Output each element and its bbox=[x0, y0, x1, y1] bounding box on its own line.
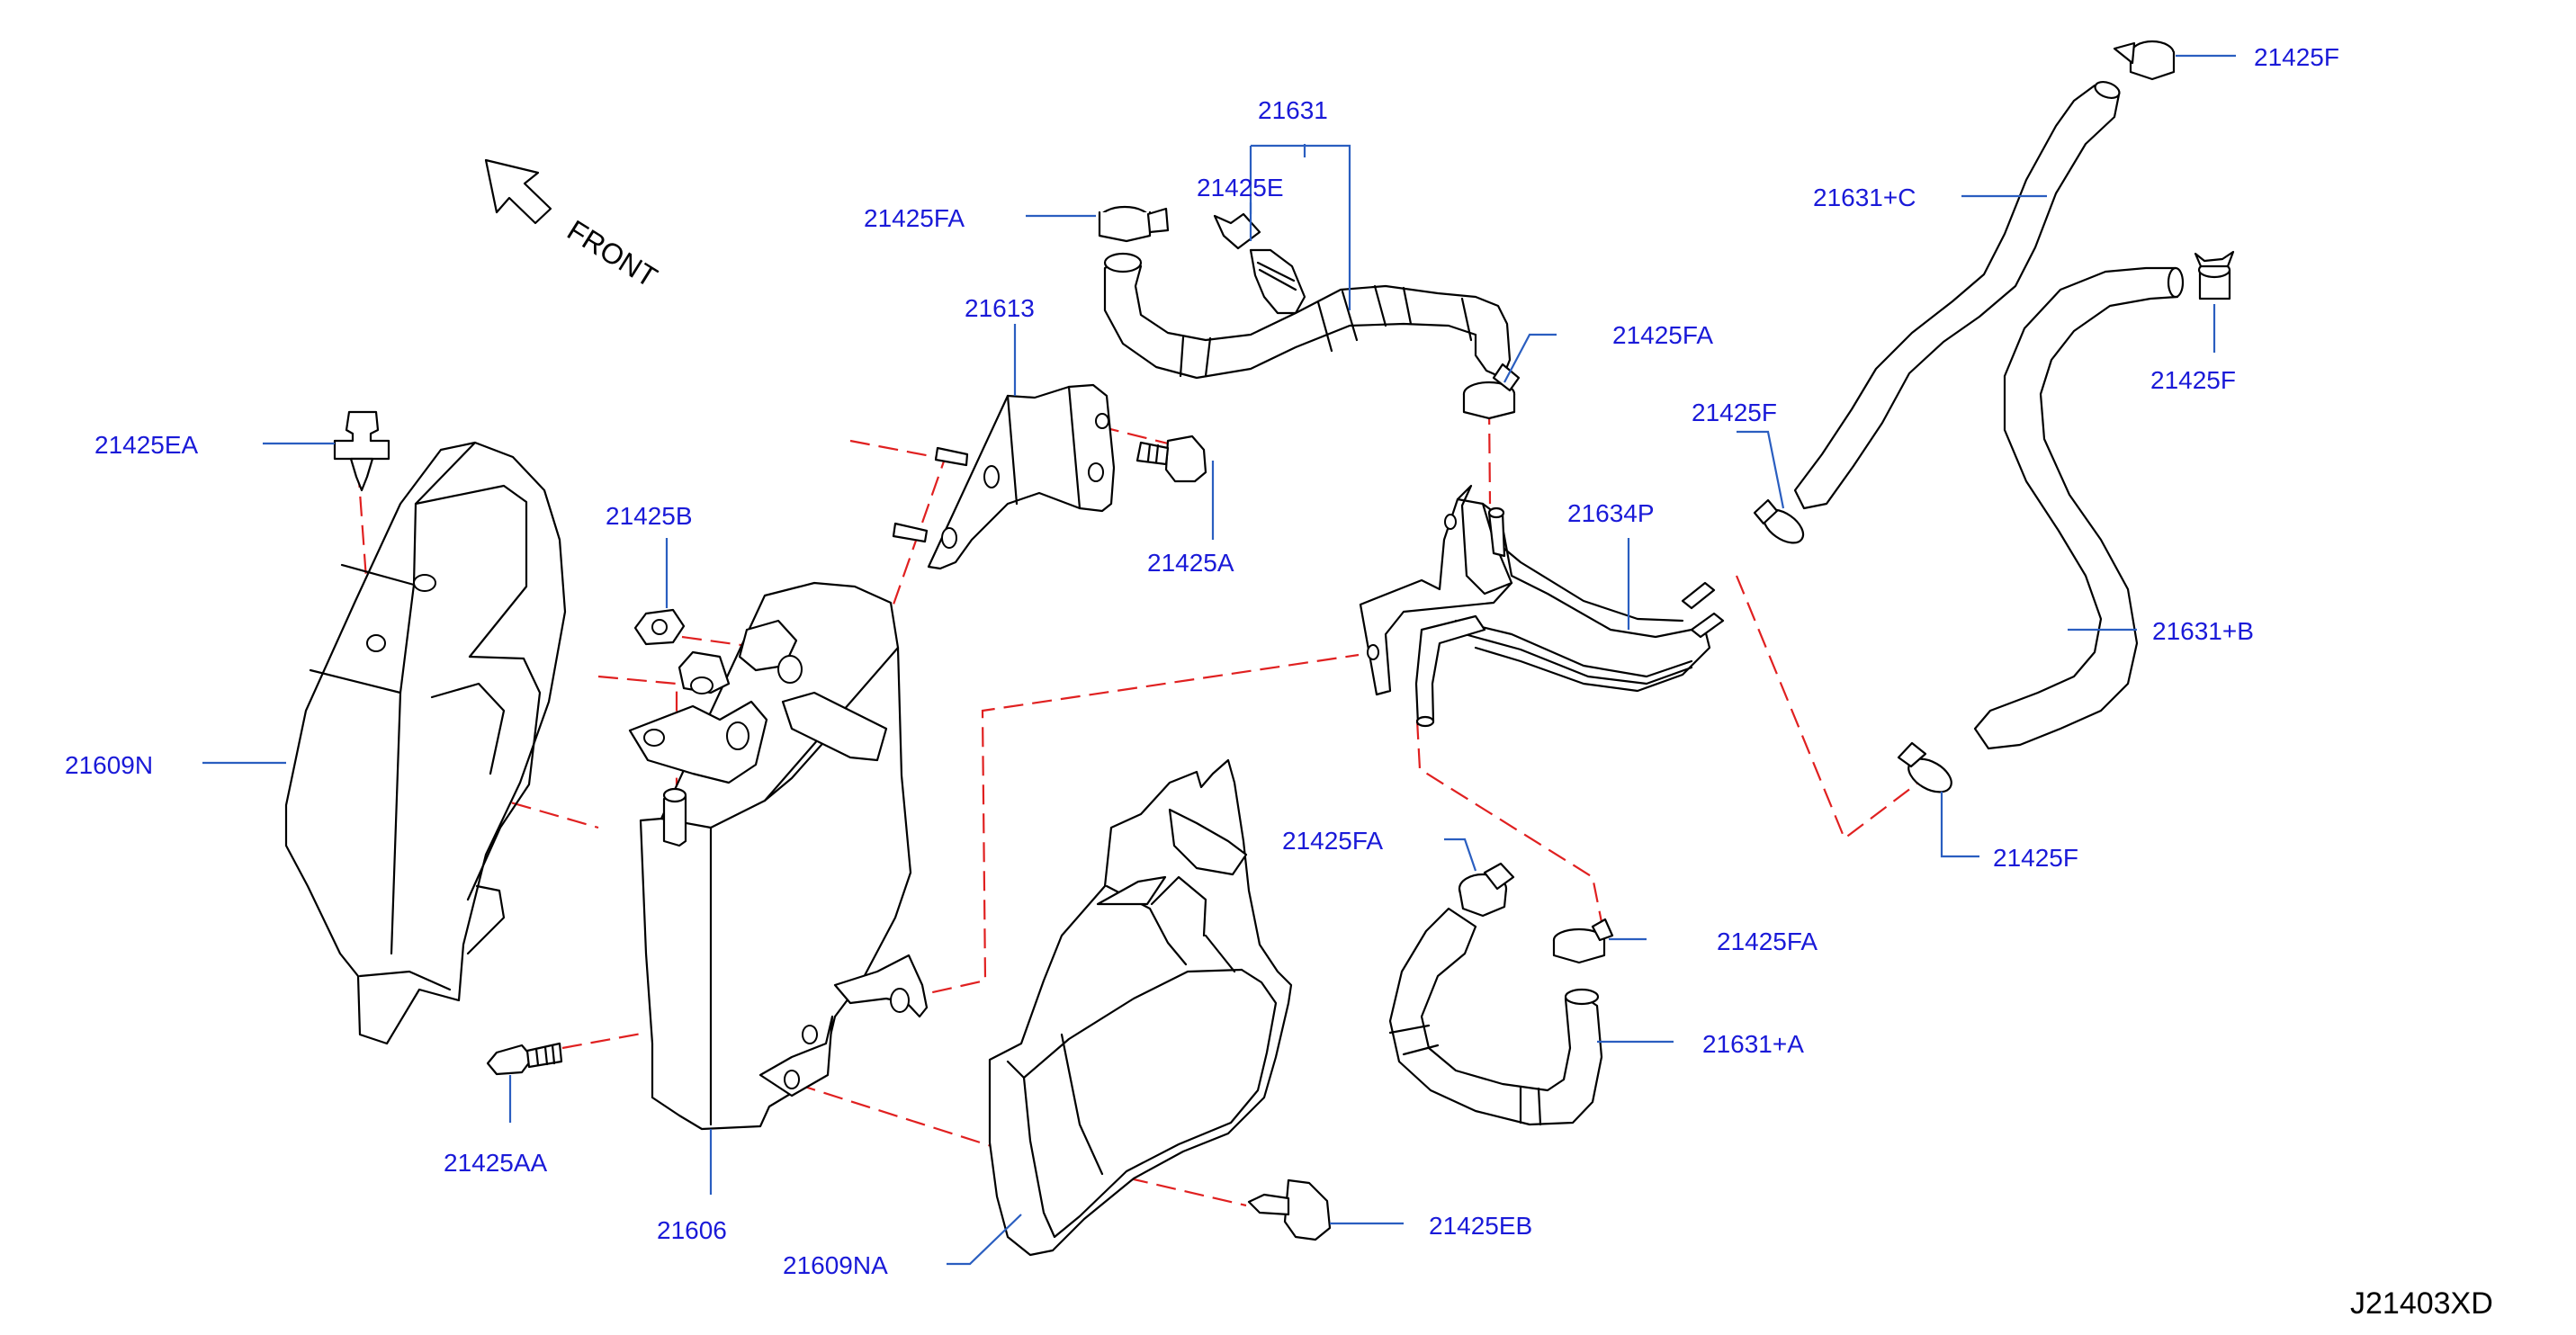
label-21425f-top: 21425F bbox=[2254, 43, 2339, 71]
label-21425f-mid: 21425F bbox=[1692, 399, 1777, 426]
label-21606: 21606 bbox=[657, 1216, 727, 1244]
clamp-21425fa-bottom-icon bbox=[1552, 918, 1614, 964]
clip-21425ea-icon bbox=[333, 410, 390, 492]
label-21425aa: 21425AA bbox=[444, 1149, 548, 1177]
label-21609n: 21609N bbox=[65, 751, 153, 779]
hose-21631-a bbox=[1388, 907, 1603, 1126]
duct-21609na bbox=[988, 758, 1293, 1257]
bolt-21425aa-icon bbox=[486, 1042, 563, 1076]
leader-lines bbox=[202, 54, 2236, 1266]
clamp-21425f-right-icon bbox=[2194, 250, 2235, 300]
clamp-21425f-low-icon bbox=[1897, 741, 1952, 793]
label-21425e: 21425E bbox=[1197, 174, 1284, 202]
clamp-21425fa-low-icon bbox=[1458, 862, 1515, 918]
label-21631b: 21631+B bbox=[2152, 617, 2254, 645]
clamp-21425fa-mid-icon bbox=[1462, 363, 1521, 420]
hose-21631-b bbox=[1973, 266, 2185, 750]
clamp-21425f-top-icon bbox=[2113, 40, 2176, 81]
label-21425fa-bottom: 21425FA bbox=[1717, 927, 1818, 955]
label-21425eb: 21425EB bbox=[1429, 1212, 1532, 1240]
label-21634p: 21634P bbox=[1567, 499, 1655, 527]
nut-21425b-icon bbox=[633, 608, 686, 646]
label-21613: 21613 bbox=[965, 294, 1035, 322]
label-21631: 21631 bbox=[1258, 96, 1328, 124]
label-21425fa-top: 21425FA bbox=[864, 204, 965, 232]
duct-21609n bbox=[284, 441, 567, 1045]
hose-21631-c bbox=[1793, 80, 2121, 510]
clamp-21425fa-icon bbox=[1098, 205, 1170, 243]
label-21425f-right: 21425F bbox=[2150, 366, 2236, 394]
label-21425ea: 21425EA bbox=[94, 431, 199, 459]
label-21425f-low: 21425F bbox=[1993, 844, 2078, 872]
label-21425fa-low: 21425FA bbox=[1282, 827, 1383, 855]
label-21631a: 21631+A bbox=[1702, 1030, 1804, 1058]
clamp-21425f-mid-icon bbox=[1753, 498, 1805, 544]
label-21425fa-mid: 21425FA bbox=[1612, 321, 1713, 349]
bracket-21613 bbox=[892, 383, 1116, 570]
part-labels: 21425F 21631 21425E 21425FA 21631+C 2161… bbox=[65, 43, 2339, 1279]
label-21631c: 21631+C bbox=[1813, 184, 1916, 211]
front-direction-label: FRONT bbox=[561, 213, 663, 293]
bolt-21425a-icon bbox=[1135, 435, 1207, 483]
hose-21631 bbox=[1103, 252, 1512, 380]
clamp-21425e-icon bbox=[1213, 212, 1306, 315]
diagram-code: J21403XD bbox=[2350, 1286, 2493, 1321]
label-21425b: 21425B bbox=[606, 502, 693, 530]
label-21425a: 21425A bbox=[1147, 549, 1234, 577]
pipe-assembly-21634p bbox=[1359, 484, 1725, 728]
reservoir-tank-21606 bbox=[628, 581, 929, 1131]
label-21609na: 21609NA bbox=[783, 1251, 888, 1279]
clip-21425eb-icon bbox=[1247, 1178, 1332, 1241]
front-arrow-icon bbox=[484, 158, 552, 225]
